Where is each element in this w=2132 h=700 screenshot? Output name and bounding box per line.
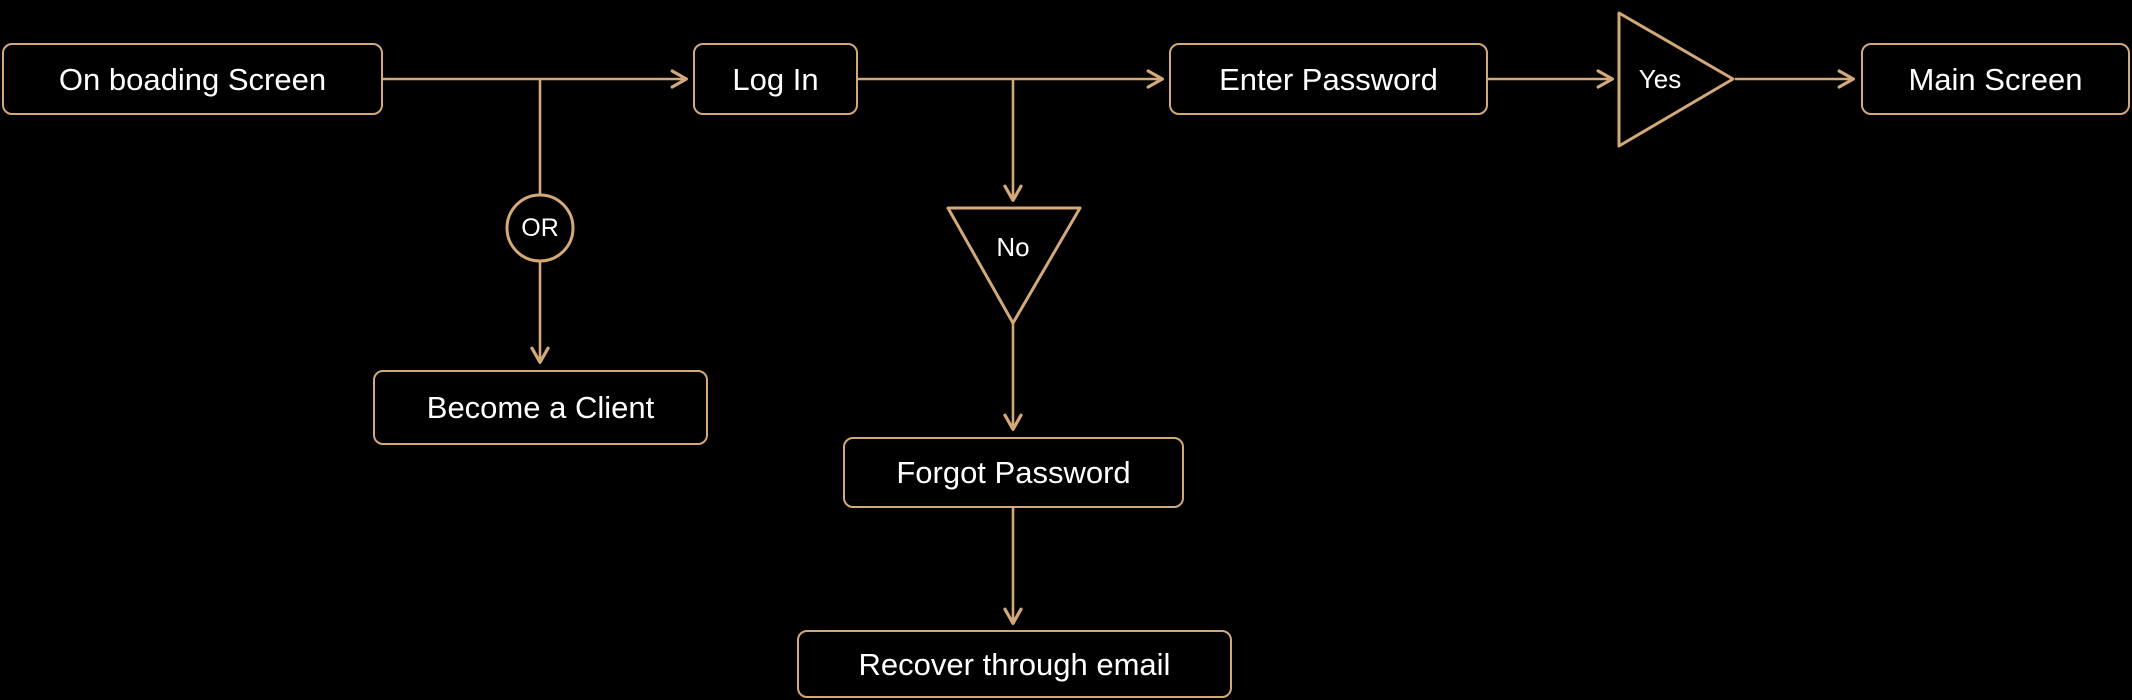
node-log-in-label: Log In xyxy=(732,61,819,97)
node-recover-through-email-label: Recover through email xyxy=(858,646,1171,682)
node-become-a-client: Become a Client xyxy=(373,370,708,445)
node-onboarding-screen-label: On boading Screen xyxy=(58,61,327,97)
no-decision-label: No xyxy=(996,232,1030,262)
no-decision-triangle xyxy=(946,206,1082,325)
node-forgot-password: Forgot Password xyxy=(843,437,1184,508)
or-connector-label: OR xyxy=(521,213,559,242)
node-enter-password: Enter Password xyxy=(1169,43,1488,115)
node-recover-through-email: Recover through email xyxy=(797,630,1232,698)
yes-decision-label: Yes xyxy=(1638,64,1682,94)
node-main-screen-label: Main Screen xyxy=(1908,61,2083,97)
node-enter-password-label: Enter Password xyxy=(1219,61,1438,97)
yes-decision-triangle xyxy=(1617,11,1735,148)
node-onboarding-screen: On boading Screen xyxy=(2,43,383,115)
node-become-a-client-label: Become a Client xyxy=(426,390,655,425)
node-main-screen: Main Screen xyxy=(1861,43,2130,115)
node-log-in: Log In xyxy=(693,43,858,115)
or-connector-circle xyxy=(505,193,575,263)
node-forgot-password-label: Forgot Password xyxy=(896,455,1131,490)
